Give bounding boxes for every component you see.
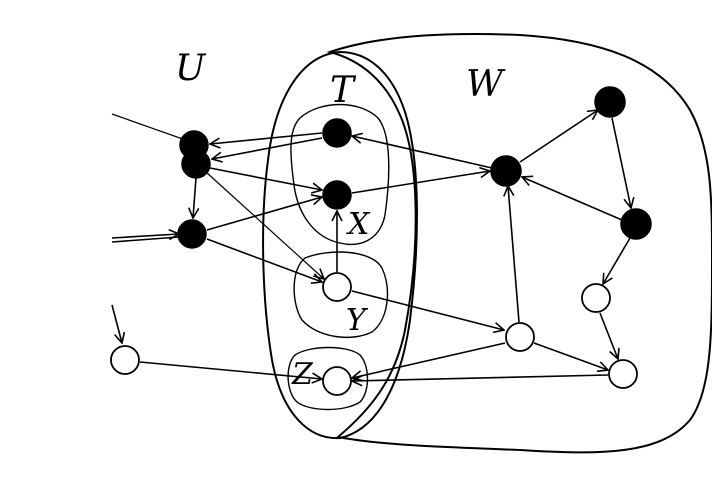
node-w5 xyxy=(608,359,638,389)
edge-u2-y xyxy=(205,171,324,279)
label-z: Z xyxy=(291,357,314,392)
label-w: W xyxy=(466,64,506,105)
node-y xyxy=(322,272,352,302)
edge-w1-t1 xyxy=(352,136,493,169)
node-u2 xyxy=(181,149,211,179)
node-w3 xyxy=(620,208,652,240)
edge-t1-u2 xyxy=(212,137,323,159)
region-w-boundary xyxy=(326,32,712,454)
region-y-boundary xyxy=(293,251,389,339)
edge-w2-w3 xyxy=(611,117,631,208)
edge-w6-w1 xyxy=(508,186,520,323)
edge-w6-z xyxy=(352,342,506,378)
edge-w1-w2 xyxy=(519,110,598,163)
edge-in-double-b xyxy=(111,236,180,243)
edge-t1-u1 xyxy=(210,132,323,144)
label-y: Y xyxy=(346,303,369,338)
edge-u4-z xyxy=(139,361,322,379)
edge-w6-w5 xyxy=(533,342,608,370)
node-w6 xyxy=(505,322,535,352)
node-u3 xyxy=(177,219,207,249)
region-z-boundary xyxy=(287,346,369,411)
node-u4 xyxy=(110,345,140,375)
node-z xyxy=(322,366,352,396)
node-t1 xyxy=(322,118,352,148)
node-w4 xyxy=(581,283,611,313)
edge-in-lower xyxy=(111,304,122,343)
edge-w3-w1 xyxy=(522,177,623,221)
region-x-boundary xyxy=(290,103,390,246)
label-u: U xyxy=(175,48,207,89)
edge-w4-w5 xyxy=(599,312,618,359)
label-x: X xyxy=(346,207,371,242)
node-w1 xyxy=(490,155,522,187)
edge-y-w6 xyxy=(351,290,504,330)
node-x xyxy=(322,180,352,210)
node-w2 xyxy=(594,86,626,118)
edge-u2-x xyxy=(209,167,322,190)
edge-w3-w4 xyxy=(603,237,631,284)
region-t-boundary xyxy=(262,50,418,440)
edge-u3-x xyxy=(206,197,322,231)
edge-u2-u3 xyxy=(193,177,196,218)
edge-x-w1 xyxy=(351,171,490,194)
edge-w5-z xyxy=(352,374,609,381)
label-t: T xyxy=(330,70,357,111)
edge-in-double-a xyxy=(111,234,179,238)
edge-u3-y xyxy=(206,238,322,282)
edge-in-upper xyxy=(111,113,195,144)
